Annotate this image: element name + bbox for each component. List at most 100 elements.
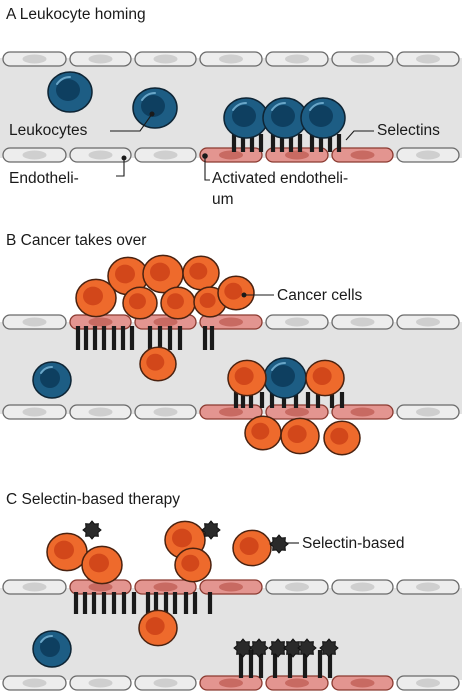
activated-endothelial-cell bbox=[331, 404, 394, 420]
endothelial-cell bbox=[69, 675, 132, 691]
endothelium-top-c bbox=[2, 579, 460, 595]
label-selectin-based: Selectin-based bbox=[302, 535, 405, 552]
cancer-cell bbox=[81, 545, 123, 585]
label-selectins: Selectins bbox=[377, 122, 440, 139]
cancer-cell bbox=[142, 254, 184, 294]
endothelial-cell bbox=[134, 51, 197, 67]
endothelium-bottom-a bbox=[2, 147, 460, 163]
endothelial-cell bbox=[265, 51, 329, 67]
label-endothelium: Endotheli- bbox=[9, 170, 79, 187]
cancer-cell bbox=[244, 415, 282, 451]
endothelial-cell bbox=[265, 579, 329, 595]
leukocyte bbox=[32, 361, 72, 399]
endothelial-cell bbox=[331, 51, 394, 67]
leukocyte bbox=[32, 630, 72, 668]
endothelial-cell bbox=[396, 579, 460, 595]
endothelial-cell bbox=[2, 675, 67, 691]
selectin-drug bbox=[201, 520, 221, 540]
endothelial-cell bbox=[396, 51, 460, 67]
activated-endothelial-cell bbox=[199, 147, 263, 163]
panel-b-title: B Cancer takes over bbox=[6, 232, 146, 249]
leukocyte bbox=[300, 97, 346, 139]
selectin-drugs-c bbox=[82, 520, 339, 658]
activated-endothelial-cell bbox=[199, 314, 263, 330]
endothelial-cell bbox=[199, 51, 263, 67]
endothelial-cell bbox=[134, 147, 197, 163]
selectin-drug bbox=[283, 638, 303, 658]
cancer-cell bbox=[182, 255, 220, 291]
panel-a-title: A Leukocyte homing bbox=[6, 6, 146, 23]
endothelial-cell bbox=[134, 404, 197, 420]
endothelial-cell bbox=[134, 675, 197, 691]
leader-dot bbox=[202, 153, 208, 159]
leukocyte bbox=[132, 87, 178, 129]
leukocytes-bound-a bbox=[223, 97, 346, 139]
endothelial-cell bbox=[396, 147, 460, 163]
vessel-lumen bbox=[0, 588, 462, 680]
activated-endothelial-cell bbox=[265, 147, 329, 163]
leader-selectins bbox=[345, 130, 374, 141]
endothelial-cell bbox=[396, 675, 460, 691]
leader-dot bbox=[149, 111, 155, 117]
endothelial-cell bbox=[69, 147, 132, 163]
vessel-b bbox=[0, 314, 462, 420]
cancer-cell bbox=[160, 286, 196, 320]
selectins-c bbox=[73, 592, 333, 678]
leukocyte bbox=[262, 97, 308, 139]
selectin-drug bbox=[268, 638, 288, 658]
cancer-cell bbox=[138, 609, 178, 647]
endothelial-cell bbox=[2, 51, 67, 67]
cancer-cell bbox=[280, 417, 320, 455]
cancer-cell bbox=[139, 346, 177, 382]
endothelial-cell bbox=[265, 314, 329, 330]
endothelial-cell bbox=[69, 404, 132, 420]
activated-endothelial-cell bbox=[134, 579, 197, 595]
cancer-cell bbox=[46, 532, 88, 572]
leader-activated bbox=[204, 156, 210, 181]
label-leukocytes: Leukocytes bbox=[9, 122, 88, 139]
leader-leukocytes bbox=[110, 113, 153, 132]
selectin-drug bbox=[233, 638, 253, 658]
cancer-cell bbox=[75, 278, 117, 318]
cancer-cells-c bbox=[46, 520, 272, 647]
endothelium-top-a bbox=[2, 51, 460, 67]
activated-endothelial-cell bbox=[331, 147, 394, 163]
endothelial-cell bbox=[2, 404, 67, 420]
selectin-drug bbox=[82, 520, 102, 540]
selectin-drug bbox=[319, 638, 339, 658]
cancer-cell bbox=[107, 256, 149, 296]
endothelium-top-b bbox=[2, 314, 460, 330]
selectin-drug bbox=[249, 638, 269, 658]
cancer-cell bbox=[122, 286, 158, 320]
endothelial-cell bbox=[331, 314, 394, 330]
leukocytes-free-a bbox=[47, 71, 178, 129]
leader-dot bbox=[241, 292, 247, 298]
panel-a: A Leukocyte homing bbox=[0, 6, 462, 208]
endothelial-cell bbox=[2, 147, 67, 163]
leukocytes-c bbox=[32, 630, 72, 668]
activated-endothelial-cell bbox=[199, 579, 263, 595]
cancer-cell bbox=[323, 420, 361, 456]
activated-endothelial-cell bbox=[265, 675, 329, 691]
leader-endothelium bbox=[116, 158, 125, 177]
selectin-drug bbox=[297, 638, 317, 658]
cancer-cell bbox=[217, 275, 255, 311]
leukocyte bbox=[47, 71, 93, 113]
endothelial-cell bbox=[396, 314, 460, 330]
vessel-c bbox=[0, 579, 462, 691]
panel-c-title: C Selectin-based therapy bbox=[6, 491, 180, 508]
endothelial-cell bbox=[396, 404, 460, 420]
activated-endothelial-cell bbox=[199, 675, 263, 691]
label-cancer-cells: Cancer cells bbox=[277, 287, 363, 304]
cancer-cell bbox=[174, 547, 212, 583]
leukocyte bbox=[223, 97, 269, 139]
activated-endothelial-cell bbox=[331, 675, 394, 691]
leader-dot bbox=[121, 155, 127, 161]
endothelium-bottom-b bbox=[2, 404, 460, 420]
leukocyte bbox=[263, 357, 307, 399]
endothelium-bottom-c bbox=[2, 675, 460, 691]
activated-endothelial-cell bbox=[199, 404, 263, 420]
endothelial-cell bbox=[331, 579, 394, 595]
vessel-a bbox=[0, 51, 462, 163]
